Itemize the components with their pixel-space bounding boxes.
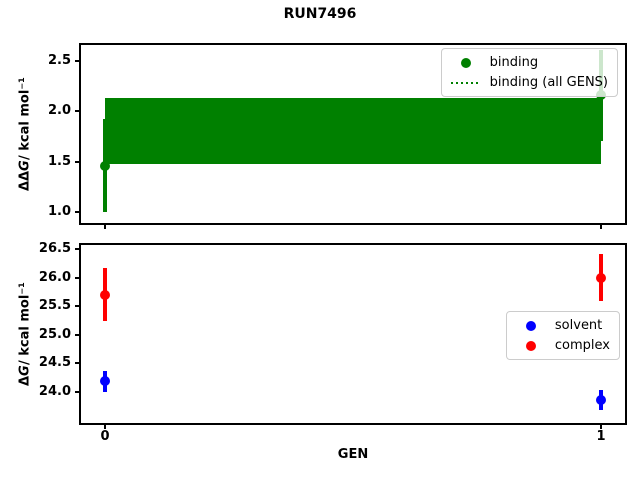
y-tick (75, 210, 79, 213)
y-tick-label: 24.5 (38, 355, 71, 371)
y-tick (75, 333, 79, 336)
y-tick-label: 25.5 (38, 298, 71, 314)
y-tick-label: 2.0 (47, 103, 71, 119)
dot-glyph (460, 57, 471, 68)
figure-title: RUN7496 (283, 6, 357, 22)
solvent-point (596, 395, 606, 406)
bottom-plot: 24.0 24.5 25.0 25.5 26.0 26.5 0 1 solvent complex (39, 241, 627, 444)
legend-item: solvent (516, 317, 610, 334)
bottom-y-axis-label-units: / kcal mol⁻¹ (17, 282, 33, 366)
solvent-point (100, 376, 110, 387)
y-tick (75, 160, 79, 163)
y-tick-label: 24.0 (38, 383, 71, 399)
legend: binding binding (all GENS) (440, 48, 618, 97)
legend-label: binding (all GENS) (489, 75, 608, 90)
legend: solvent complex (505, 311, 620, 360)
legend-item: binding (451, 54, 608, 71)
x-axis-label: GEN (337, 447, 369, 462)
x-tick (600, 425, 602, 429)
band-all-gens (105, 98, 601, 164)
x-tick (104, 225, 106, 229)
complex-point (596, 272, 606, 283)
legend-dot-icon (516, 340, 546, 351)
legend-dotted-line-icon (450, 81, 481, 84)
y-tick-label: 1.5 (47, 153, 71, 169)
y-tick-label: 2.5 (47, 53, 71, 69)
y-tick (75, 305, 79, 308)
y-tick (75, 362, 79, 365)
y-tick-label: 25.0 (38, 326, 71, 342)
y-tick (75, 110, 79, 113)
dot-glyph (525, 320, 536, 331)
legend-label: complex (554, 338, 610, 353)
dotted-line-glyph (450, 81, 481, 84)
y-tick-label: 26.0 (38, 269, 71, 285)
legend-dot-icon (516, 320, 546, 331)
top-plot: 1.0 1.5 2.0 2.5 binding binding (all GENS) (48, 43, 627, 229)
legend-item: complex (516, 337, 610, 354)
top-y-axis-label-prefix: ΔΔ (17, 170, 33, 191)
complex-point (100, 289, 110, 300)
y-tick (75, 276, 79, 279)
y-tick-label: 1.0 (47, 203, 71, 219)
legend-label: binding (489, 55, 539, 70)
y-tick-label: 26.5 (38, 241, 71, 256)
legend-label: solvent (554, 318, 603, 333)
legend-dot-icon (451, 57, 481, 68)
legend-item: binding (all GENS) (450, 74, 608, 91)
x-tick (600, 225, 602, 229)
y-tick (75, 390, 79, 393)
x-tick-label: 0 (100, 429, 110, 444)
x-tick-label: 1 (596, 429, 606, 444)
binding-point (100, 160, 110, 171)
y-tick (75, 60, 79, 63)
dot-glyph (525, 340, 536, 351)
x-tick (104, 425, 106, 429)
y-tick (75, 247, 79, 250)
